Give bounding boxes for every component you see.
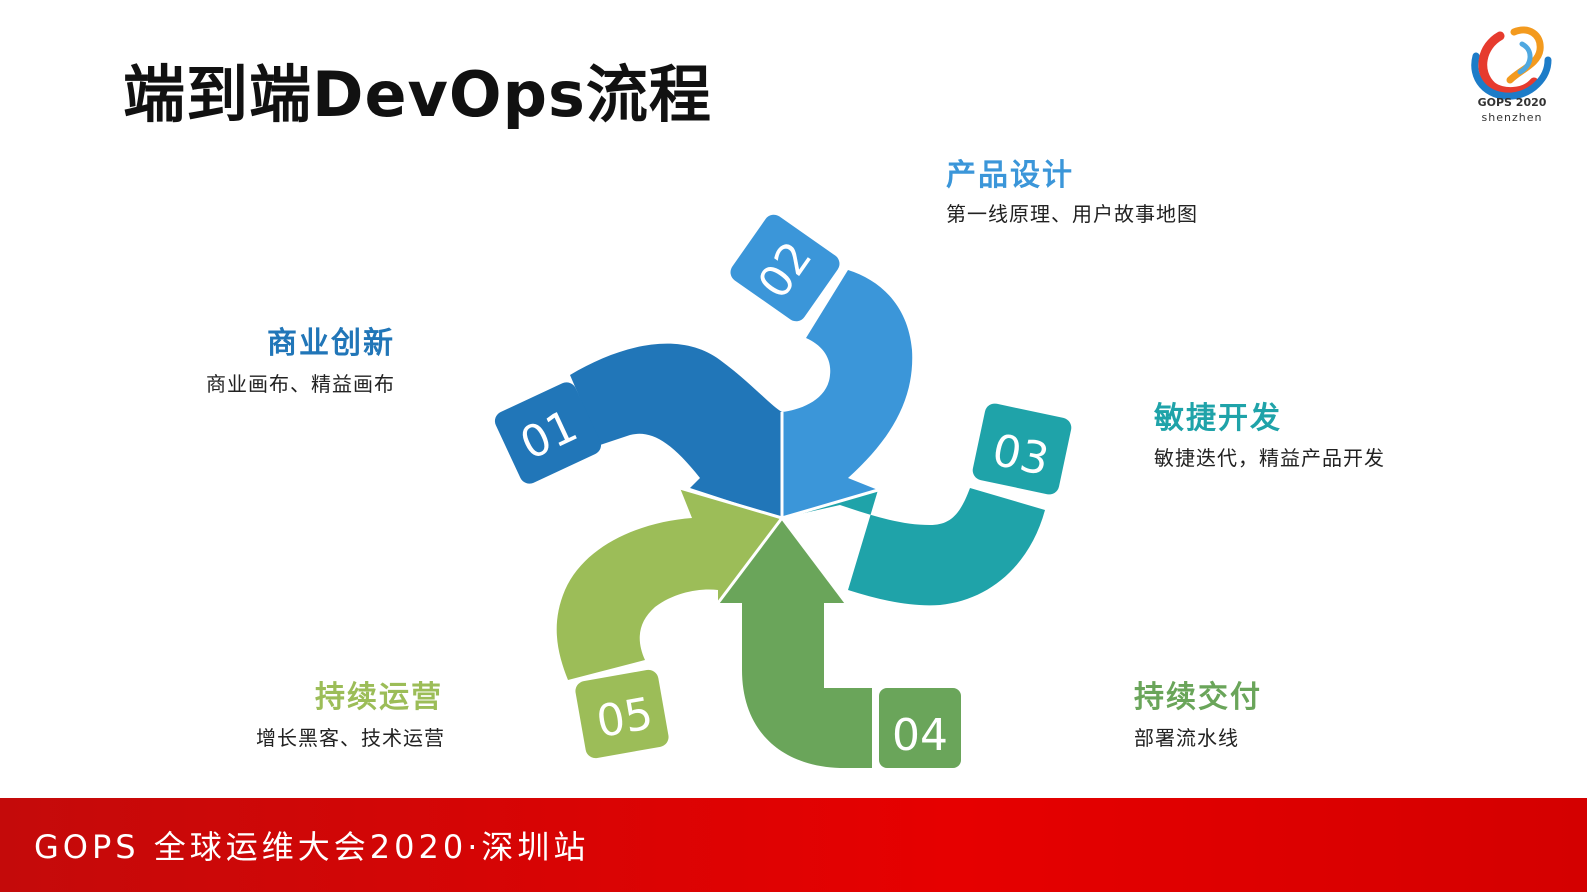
- arrow-04: 04: [718, 518, 961, 768]
- step-02-desc: 第一线原理、用户故事地图: [946, 202, 1198, 226]
- step-05-desc: 增长黑客、技术运营: [256, 726, 445, 750]
- step-number-03: 03: [988, 425, 1053, 487]
- logo-line2: shenzhen: [1481, 111, 1543, 124]
- step-04-desc: 部署流水线: [1134, 726, 1239, 750]
- step-number-05: 05: [593, 688, 657, 748]
- footer-text: GOPS 全球运维大会2020·深圳站: [34, 828, 590, 866]
- arrow-03: 03: [782, 403, 1072, 606]
- devops-cycle-diagram: 02 01 03 04 05: [494, 214, 1072, 768]
- gops-logo: [1471, 26, 1552, 100]
- step-03-desc: 敏捷迭代，精益产品开发: [1154, 446, 1385, 470]
- logo-line1: GOPS 2020: [1477, 96, 1547, 109]
- step-05-title: 持续运营: [315, 680, 443, 715]
- arrow-05: 05: [556, 488, 782, 759]
- footer-bar: GOPS 全球运维大会2020·深圳站: [0, 798, 1587, 892]
- arrow-02: 02: [730, 214, 913, 518]
- step-number-04: 04: [892, 710, 948, 761]
- arrow-01: 01: [494, 343, 782, 518]
- step-02-title: 产品设计: [946, 158, 1074, 193]
- center-dividers: [679, 412, 879, 604]
- step-03-title: 敏捷开发: [1154, 401, 1282, 436]
- step-01-title: 商业创新: [267, 326, 395, 361]
- step-04-title: 持续交付: [1134, 680, 1262, 715]
- page-title: 端到端DevOps流程: [123, 58, 712, 131]
- step-01-desc: 商业画布、精益画布: [206, 372, 395, 396]
